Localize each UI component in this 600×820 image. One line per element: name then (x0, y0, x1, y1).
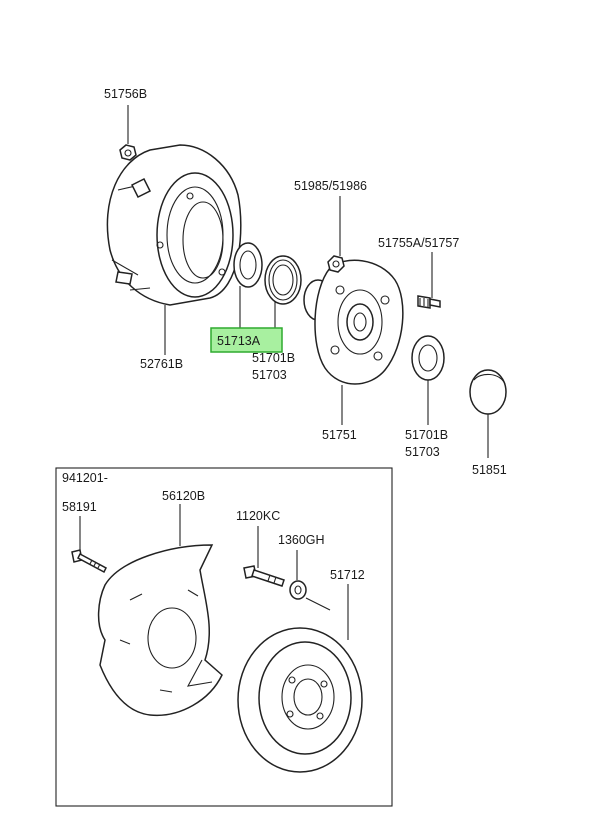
inner-bearing[interactable] (264, 255, 302, 305)
dust-shield[interactable] (97, 544, 223, 717)
shield-bolt[interactable] (71, 549, 107, 574)
label-52761B: 52761B (140, 357, 183, 371)
brake-drum[interactable] (106, 144, 242, 306)
label-51701B-outer: 51701B (405, 428, 448, 442)
label-51701B-inner: 51701B (252, 351, 295, 365)
inset-frame (55, 467, 393, 807)
label-inset-date: 941201- (62, 471, 108, 485)
label-51985-51986: 51985/51986 (294, 179, 367, 193)
label-51851: 51851 (472, 463, 507, 477)
label-51756B: 51756B (104, 87, 147, 101)
wheel-hub[interactable] (303, 259, 404, 385)
label-1360GH: 1360GH (278, 533, 325, 547)
label-51755A-51757: 51755A/51757 (378, 236, 459, 250)
label-51713A: 51713A (217, 334, 261, 348)
washer[interactable] (289, 580, 307, 600)
label-1120KC: 1120KC (236, 509, 280, 523)
label-51712: 51712 (330, 568, 365, 582)
label-51703-outer: 51703 (405, 445, 440, 459)
top-nut[interactable] (119, 144, 137, 161)
label-56120B: 56120B (162, 489, 205, 503)
hub-bolt[interactable] (243, 565, 285, 587)
wheel-stud[interactable] (417, 295, 441, 309)
outer-bearing[interactable] (411, 335, 445, 381)
label-51703-inner: 51703 (252, 368, 287, 382)
grease-cap[interactable] (469, 369, 507, 415)
oil-seal[interactable] (233, 242, 263, 288)
hub-nut[interactable] (327, 255, 345, 273)
brake-disc[interactable] (237, 627, 363, 773)
highlight-box[interactable] (210, 327, 283, 353)
label-58191: 58191 (62, 500, 97, 514)
label-51751: 51751 (322, 428, 357, 442)
